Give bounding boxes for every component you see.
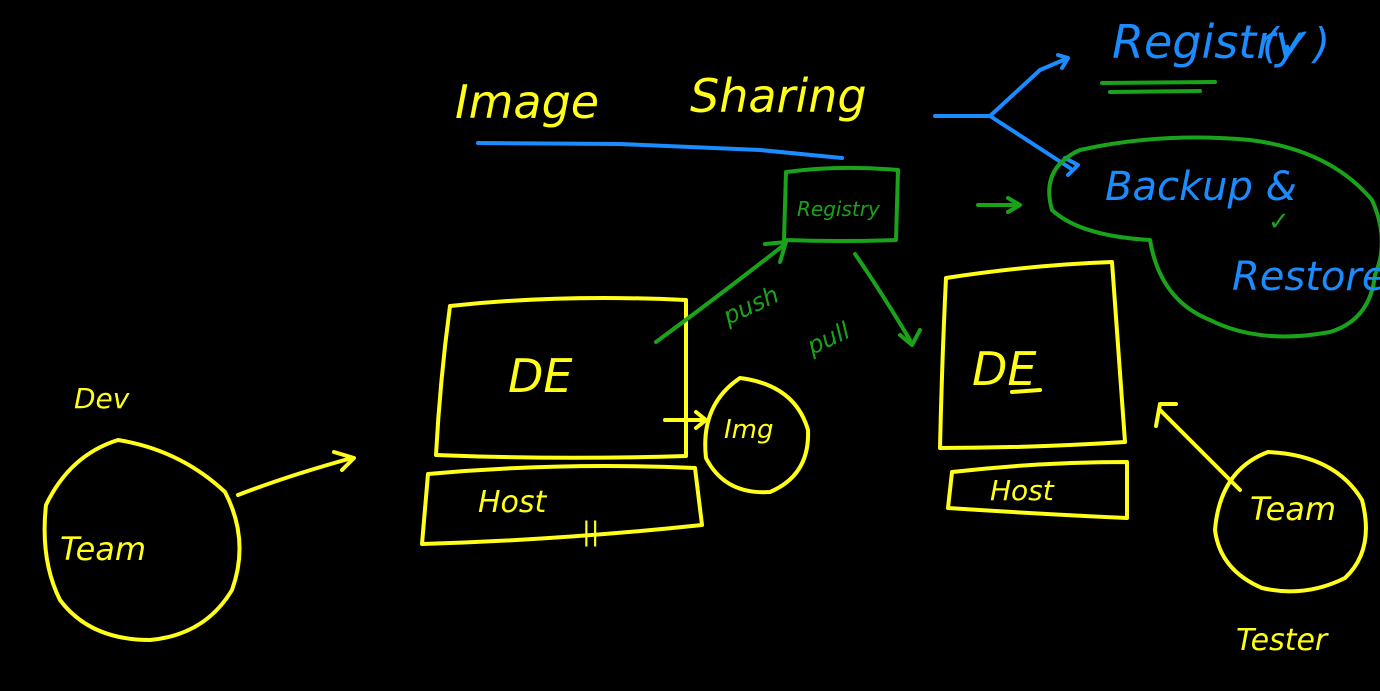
title-sharing: Sharing	[690, 69, 867, 123]
tester-team-circle	[1213, 450, 1368, 594]
dev-team-label: Team	[60, 530, 146, 568]
title-underline	[476, 141, 844, 160]
pull-arrow	[853, 252, 922, 347]
registry-box-label: Registry	[797, 197, 881, 221]
left-screen	[434, 296, 688, 460]
dev-label: Dev	[74, 382, 130, 415]
restore-text: Restore	[1232, 254, 1380, 300]
right-host-box	[946, 460, 1129, 520]
screen-to-img-arrow	[663, 410, 708, 430]
registry-check: (✓)	[1262, 19, 1330, 68]
right-host-label: Host	[990, 474, 1055, 507]
right-screen	[938, 260, 1127, 450]
backup-cloud	[1047, 135, 1380, 339]
registry-underline	[1100, 80, 1217, 94]
img-label: Img	[724, 415, 774, 445]
tester-label: Tester	[1236, 623, 1329, 658]
right-screen-underline	[1010, 388, 1042, 394]
registry-box	[782, 165, 900, 243]
fork-arrow	[933, 53, 1080, 177]
push-arrow	[654, 240, 788, 344]
left-screen-label: DE	[508, 349, 573, 403]
right-screen-label: DE	[972, 342, 1037, 396]
left-host-box	[420, 464, 704, 546]
tester-team-label: Team	[1250, 490, 1336, 528]
dev-to-machine-arrow	[236, 450, 356, 497]
left-host-label: Host	[478, 485, 548, 520]
img-circle	[703, 376, 811, 495]
pull-label: pull	[802, 316, 855, 360]
registry-option: Registry	[1112, 15, 1303, 69]
backup-text: Backup &	[1105, 164, 1297, 210]
title-image: Image	[455, 75, 599, 129]
backup-check: ✓	[1268, 207, 1290, 237]
registry-to-backup-arrow	[976, 196, 1022, 214]
left-host-mark: ||	[582, 517, 600, 547]
dev-team-circle	[42, 438, 242, 642]
tester-to-machine-arrow	[1154, 402, 1242, 492]
